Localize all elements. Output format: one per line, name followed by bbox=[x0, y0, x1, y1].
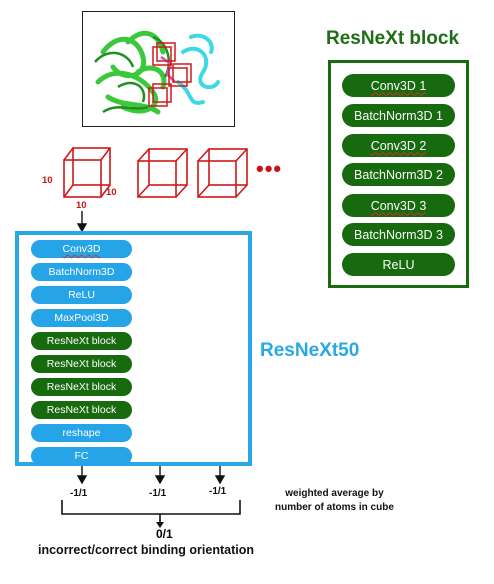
cube-dim-label: 10 bbox=[42, 175, 53, 186]
cube-icon bbox=[137, 148, 188, 198]
network-layer: FC bbox=[31, 447, 132, 465]
network-layer-label: ResNeXt block bbox=[46, 335, 117, 347]
cube-icon bbox=[197, 148, 248, 198]
cube-dim-label: 10 bbox=[76, 200, 87, 211]
block-layer-label: BatchNorm3D 2 bbox=[354, 167, 443, 182]
aggregation-note-line: number of atoms in cube bbox=[275, 502, 394, 513]
final-output-label: incorrect/correct binding orientation bbox=[38, 543, 254, 557]
block-layer: BatchNorm3D 1 bbox=[342, 104, 455, 127]
cube-output-value: -1/1 bbox=[149, 488, 167, 499]
network-layer: ResNeXt block bbox=[31, 378, 132, 396]
network-layer: ResNeXt block bbox=[31, 401, 132, 419]
network-layer: reshape bbox=[31, 424, 132, 442]
network-layer-label: ResNeXt block bbox=[46, 404, 117, 416]
cube-dim-label: 10 bbox=[106, 187, 117, 198]
block-layer: BatchNorm3D 2 bbox=[342, 163, 455, 186]
network-layer: MaxPool3D bbox=[31, 309, 132, 327]
block-layer-label: BatchNorm3D 3 bbox=[354, 227, 443, 242]
resnext50-title: ResNeXt50 bbox=[260, 340, 360, 361]
block-layer-label: Conv3D 2 bbox=[370, 138, 427, 153]
network-layer: ReLU bbox=[31, 286, 132, 304]
block-layer: Conv3D 3 bbox=[342, 194, 455, 217]
network-layer-label: ReLU bbox=[68, 289, 95, 301]
aggregation-note: weighted average by number of atoms in c… bbox=[275, 487, 394, 515]
block-layer: BatchNorm3D 3 bbox=[342, 223, 455, 246]
block-layer: Conv3D 2 bbox=[342, 134, 455, 157]
cube-output-value: -1/1 bbox=[70, 488, 88, 499]
resnext50-panel: Conv3D BatchNorm3D ReLU MaxPool3D ResNeX… bbox=[15, 231, 252, 466]
network-layer-label: ResNeXt block bbox=[46, 358, 117, 370]
network-layer: ResNeXt block bbox=[31, 332, 132, 350]
network-layer-label: ResNeXt block bbox=[46, 381, 117, 393]
protein-ribbon-icon bbox=[94, 30, 220, 115]
block-layer-label: BatchNorm3D 1 bbox=[354, 108, 443, 123]
resnext-block-panel: Conv3D 1 BatchNorm3D 1 Conv3D 2 BatchNor… bbox=[328, 60, 469, 288]
block-layer: ReLU bbox=[342, 253, 455, 276]
more-cubes-ellipsis: ••• bbox=[256, 156, 283, 181]
network-layer-label: FC bbox=[74, 450, 89, 462]
final-output-value: 0/1 bbox=[156, 527, 173, 541]
block-layer-label: Conv3D 1 bbox=[370, 78, 427, 93]
block-layer-label: Conv3D 3 bbox=[370, 198, 427, 213]
protein-structure-image bbox=[82, 11, 235, 127]
network-layer-label: Conv3D bbox=[62, 243, 101, 255]
input-cube-icon bbox=[63, 147, 111, 198]
network-layer-label: MaxPool3D bbox=[54, 312, 109, 324]
resnext-block-title: ResNeXt block bbox=[326, 28, 460, 49]
cube-output-value: -1/1 bbox=[209, 486, 227, 497]
block-layer: Conv3D 1 bbox=[342, 74, 455, 97]
network-layer: Conv3D bbox=[31, 240, 132, 258]
network-layer: BatchNorm3D bbox=[31, 263, 132, 281]
network-layer-label: BatchNorm3D bbox=[48, 266, 115, 278]
block-layer-label: ReLU bbox=[382, 257, 415, 272]
network-layer-label: reshape bbox=[62, 427, 101, 439]
aggregation-note-line: weighted average by bbox=[285, 488, 384, 499]
network-layer: ResNeXt block bbox=[31, 355, 132, 373]
